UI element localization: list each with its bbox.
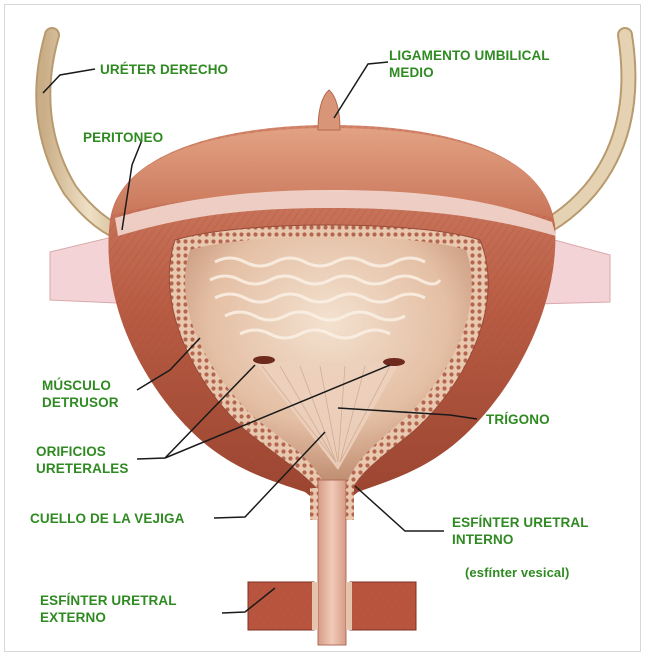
leader-ligamento xyxy=(334,62,388,118)
label-trigono: TRÍGONO xyxy=(486,411,550,428)
label-musculo-detrusor: MÚSCULO DETRUSOR xyxy=(42,377,119,411)
label-esfinter-interno: ESFÍNTER URETRAL INTERNO xyxy=(452,514,589,548)
ureteral-orifice-right xyxy=(383,358,405,366)
urethra xyxy=(318,480,346,645)
label-ureter-derecho: URÉTER DERECHO xyxy=(100,61,228,78)
label-peritoneo: PERITONEO xyxy=(83,129,163,146)
label-ligamento-umbilical: LIGAMENTO UMBILICAL MEDIO xyxy=(389,47,550,81)
label-esfinter-externo: ESFÍNTER URETRAL EXTERNO xyxy=(40,592,177,626)
label-orificios-ureterales: ORIFICIOS URETERALES xyxy=(36,443,129,477)
label-cuello-vejiga: CUELLO DE LA VEJIGA xyxy=(30,510,184,527)
leader-esf-interno xyxy=(355,486,444,531)
umbilical-ligament-shape xyxy=(318,90,340,130)
ureteral-orifice-left xyxy=(253,356,275,364)
label-esfinter-vesical: (esfínter vesical) xyxy=(465,564,569,581)
